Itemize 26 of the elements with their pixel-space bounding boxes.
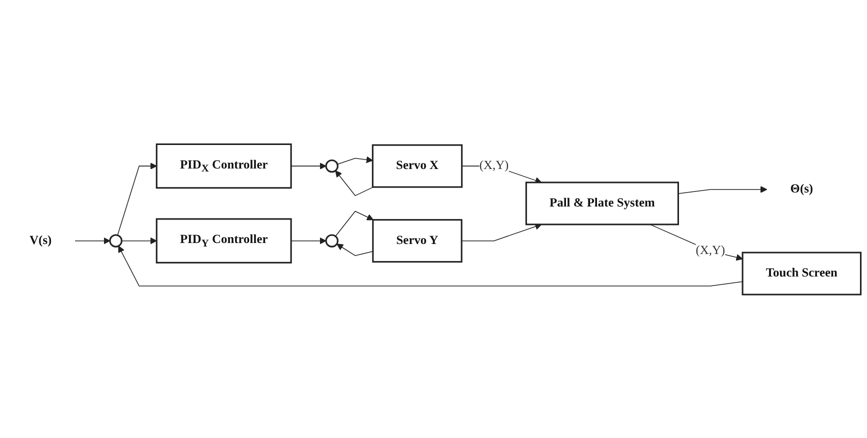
arrow (335, 210, 374, 236)
arrow (121, 237, 157, 244)
node-box: PID$_{X}$ Controller (156, 143, 292, 188)
node-text: V(s) (30, 233, 52, 247)
edge-label: (X,Y) (479, 158, 509, 172)
arrow (461, 222, 542, 241)
arrow (337, 156, 373, 164)
arrow (678, 186, 768, 194)
arrow (290, 162, 326, 170)
arrow (335, 170, 374, 196)
node-box: Servo X (372, 144, 463, 188)
node-circle (325, 159, 338, 172)
node-box: Servo Y (372, 218, 462, 262)
node-circle (109, 234, 122, 248)
arrow (336, 243, 374, 256)
node-box: PID$_{Y}$ Controller (156, 218, 292, 264)
arrow (118, 245, 743, 286)
node-text: Θ(s) (790, 182, 814, 196)
arrow (74, 237, 110, 244)
arrow (290, 237, 326, 244)
node-box: Touch Screen (742, 251, 862, 295)
edge-label: (X,Y) (696, 244, 726, 257)
arrow (117, 162, 157, 236)
arrow (650, 224, 743, 260)
node-circle (325, 234, 338, 248)
node-box: Pall & Plate System (525, 181, 679, 225)
